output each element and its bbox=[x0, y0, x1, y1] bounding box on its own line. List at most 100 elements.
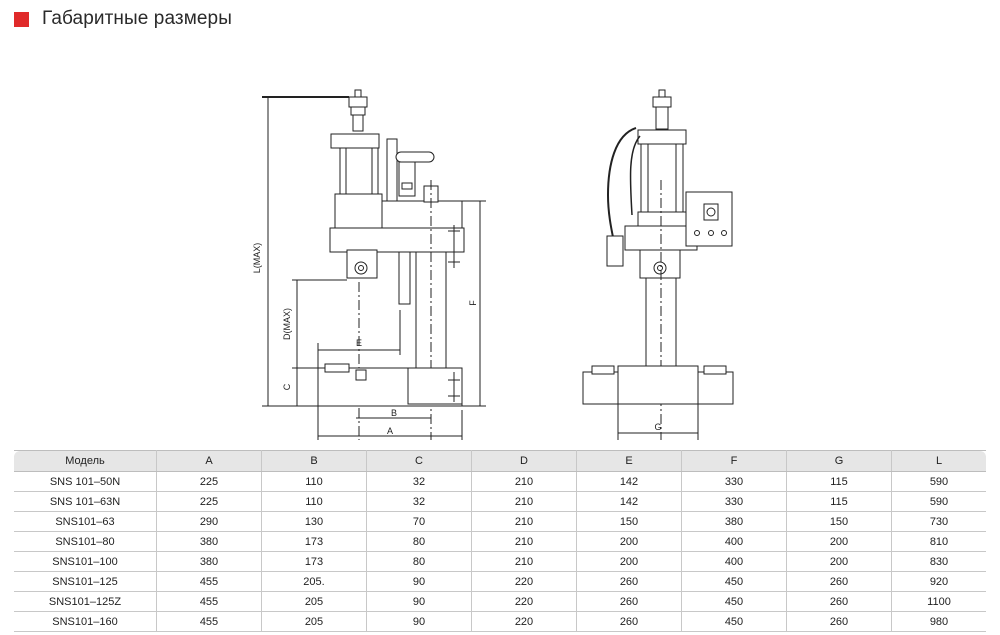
dimension-l-label: L(MAX) bbox=[252, 243, 262, 274]
table-row: SNS101–80 380 173 80 210 200 400 200 810 bbox=[14, 531, 986, 552]
cell-g: 115 bbox=[786, 491, 892, 512]
cell-f: 380 bbox=[681, 511, 787, 532]
cell-d: 210 bbox=[471, 471, 577, 492]
dimension-b-label: B bbox=[391, 408, 397, 418]
side-view-drawing bbox=[262, 89, 486, 440]
cell-f: 400 bbox=[681, 531, 787, 552]
cell-c: 70 bbox=[366, 511, 472, 532]
cell-d: 210 bbox=[471, 551, 577, 572]
cell-g: 200 bbox=[786, 531, 892, 552]
cell-f: 450 bbox=[681, 611, 787, 632]
cell-b: 110 bbox=[261, 471, 367, 492]
cell-e: 200 bbox=[576, 551, 682, 572]
cell-f: 450 bbox=[681, 571, 787, 592]
cell-model: SNS101–100 bbox=[14, 551, 157, 572]
section-marker-icon bbox=[14, 11, 29, 27]
table-header-row: Модель A B C D E F G L bbox=[14, 450, 986, 472]
dimension-a-label: A bbox=[387, 426, 393, 436]
cell-e: 200 bbox=[576, 531, 682, 552]
cell-b: 205 bbox=[261, 611, 367, 632]
cell-a: 380 bbox=[156, 531, 262, 552]
front-view-drawing bbox=[582, 89, 734, 440]
cell-d: 220 bbox=[471, 591, 577, 612]
table-row: SNS 101–63N 225 110 32 210 142 330 115 5… bbox=[14, 491, 986, 512]
cell-g: 260 bbox=[786, 591, 892, 612]
column-header-a: A bbox=[156, 450, 262, 472]
cell-l: 810 bbox=[891, 531, 986, 552]
column-header-c: C bbox=[366, 450, 472, 472]
cell-b: 173 bbox=[261, 551, 367, 572]
cell-b: 205 bbox=[261, 591, 367, 612]
cell-model: SNS101–160 bbox=[14, 611, 157, 632]
cell-g: 260 bbox=[786, 611, 892, 632]
cell-d: 220 bbox=[471, 571, 577, 592]
cell-l: 730 bbox=[891, 511, 986, 532]
table-row: SNS101–160 455 205 90 220 260 450 260 98… bbox=[14, 611, 986, 632]
table-row: SNS101–125Z 455 205 90 220 260 450 260 1… bbox=[14, 591, 986, 612]
column-header-e: E bbox=[576, 450, 682, 472]
cell-model: SNS 101–50N bbox=[14, 471, 157, 492]
cell-e: 142 bbox=[576, 471, 682, 492]
dimension-c-label: C bbox=[282, 383, 292, 390]
cell-d: 220 bbox=[471, 611, 577, 632]
cell-g: 115 bbox=[786, 471, 892, 492]
cell-a: 225 bbox=[156, 471, 262, 492]
cell-g: 200 bbox=[786, 551, 892, 572]
table-row: SNS101–100 380 173 80 210 200 400 200 83… bbox=[14, 551, 986, 572]
dimension-f-label: F bbox=[468, 300, 478, 306]
cell-e: 260 bbox=[576, 571, 682, 592]
cell-c: 32 bbox=[366, 471, 472, 492]
dimensions-table: Модель A B C D E F G L SNS 101–50N 225 1… bbox=[14, 450, 986, 632]
column-header-d: D bbox=[471, 450, 577, 472]
cell-e: 142 bbox=[576, 491, 682, 512]
cell-a: 225 bbox=[156, 491, 262, 512]
cell-model: SNS101–125Z bbox=[14, 591, 157, 612]
dimension-d-label: D(MAX) bbox=[282, 308, 292, 340]
cell-d: 210 bbox=[471, 511, 577, 532]
table-row: SNS101–125 455 205. 90 220 260 450 260 9… bbox=[14, 571, 986, 592]
cell-g: 150 bbox=[786, 511, 892, 532]
cell-a: 455 bbox=[156, 571, 262, 592]
cell-c: 90 bbox=[366, 591, 472, 612]
cell-f: 450 bbox=[681, 591, 787, 612]
cell-b: 130 bbox=[261, 511, 367, 532]
cell-f: 400 bbox=[681, 551, 787, 572]
section-header: Габаритные размеры bbox=[14, 8, 232, 30]
cell-l: 1100 bbox=[891, 591, 986, 612]
column-header-f: F bbox=[681, 450, 787, 472]
dimension-e-label: E bbox=[356, 338, 362, 348]
cell-model: SNS101–125 bbox=[14, 571, 157, 592]
cell-model: SNS101–63 bbox=[14, 511, 157, 532]
cell-l: 920 bbox=[891, 571, 986, 592]
cell-a: 455 bbox=[156, 611, 262, 632]
cell-c: 80 bbox=[366, 531, 472, 552]
cell-c: 90 bbox=[366, 571, 472, 592]
cell-b: 173 bbox=[261, 531, 367, 552]
cell-l: 590 bbox=[891, 471, 986, 492]
technical-drawing: L(MAX) D(MAX) C E B A F G bbox=[252, 89, 734, 440]
cell-b: 205. bbox=[261, 571, 367, 592]
cell-d: 210 bbox=[471, 531, 577, 552]
cell-c: 90 bbox=[366, 611, 472, 632]
cell-a: 455 bbox=[156, 591, 262, 612]
cell-a: 290 bbox=[156, 511, 262, 532]
cell-g: 260 bbox=[786, 571, 892, 592]
dimension-g-label: G bbox=[654, 422, 661, 432]
cell-model: SNS101–80 bbox=[14, 531, 157, 552]
page-title: Габаритные размеры bbox=[42, 8, 232, 29]
column-header-model: Модель bbox=[14, 450, 157, 472]
cell-e: 260 bbox=[576, 591, 682, 612]
cell-e: 260 bbox=[576, 611, 682, 632]
column-header-l: L bbox=[891, 450, 986, 472]
cell-a: 380 bbox=[156, 551, 262, 572]
cell-l: 830 bbox=[891, 551, 986, 572]
cell-f: 330 bbox=[681, 471, 787, 492]
cell-f: 330 bbox=[681, 491, 787, 512]
table-row: SNS 101–50N 225 110 32 210 142 330 115 5… bbox=[14, 471, 986, 492]
column-header-b: B bbox=[261, 450, 367, 472]
cell-c: 80 bbox=[366, 551, 472, 572]
cell-e: 150 bbox=[576, 511, 682, 532]
table-row: SNS101–63 290 130 70 210 150 380 150 730 bbox=[14, 511, 986, 532]
column-header-g: G bbox=[786, 450, 892, 472]
cell-l: 590 bbox=[891, 491, 986, 512]
